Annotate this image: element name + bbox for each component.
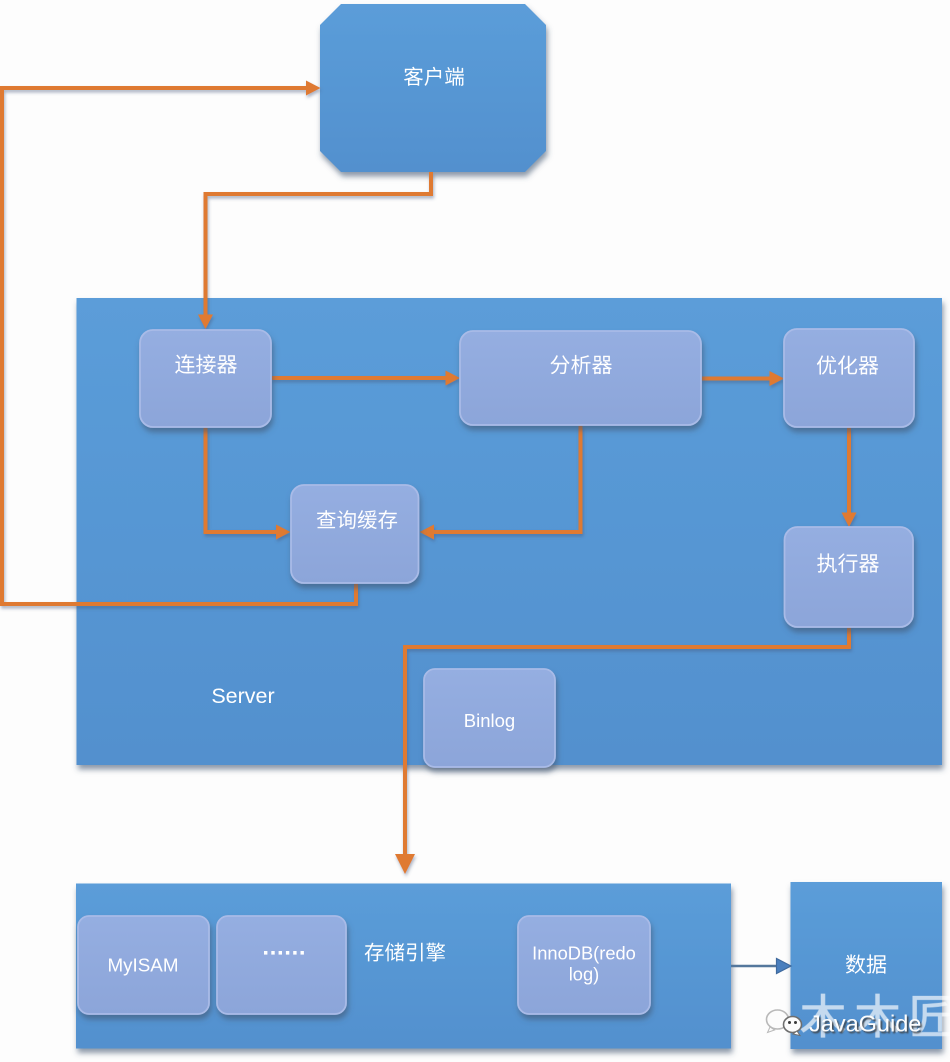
svg-text:InnoDB(redo: InnoDB(redo (532, 943, 636, 964)
svg-text:JavaGuide: JavaGuide (809, 1011, 921, 1037)
svg-text:Binlog: Binlog (464, 710, 515, 731)
svg-text:MyISAM: MyISAM (108, 955, 179, 976)
svg-text:Server: Server (211, 684, 274, 708)
svg-text:log): log) (569, 964, 599, 985)
